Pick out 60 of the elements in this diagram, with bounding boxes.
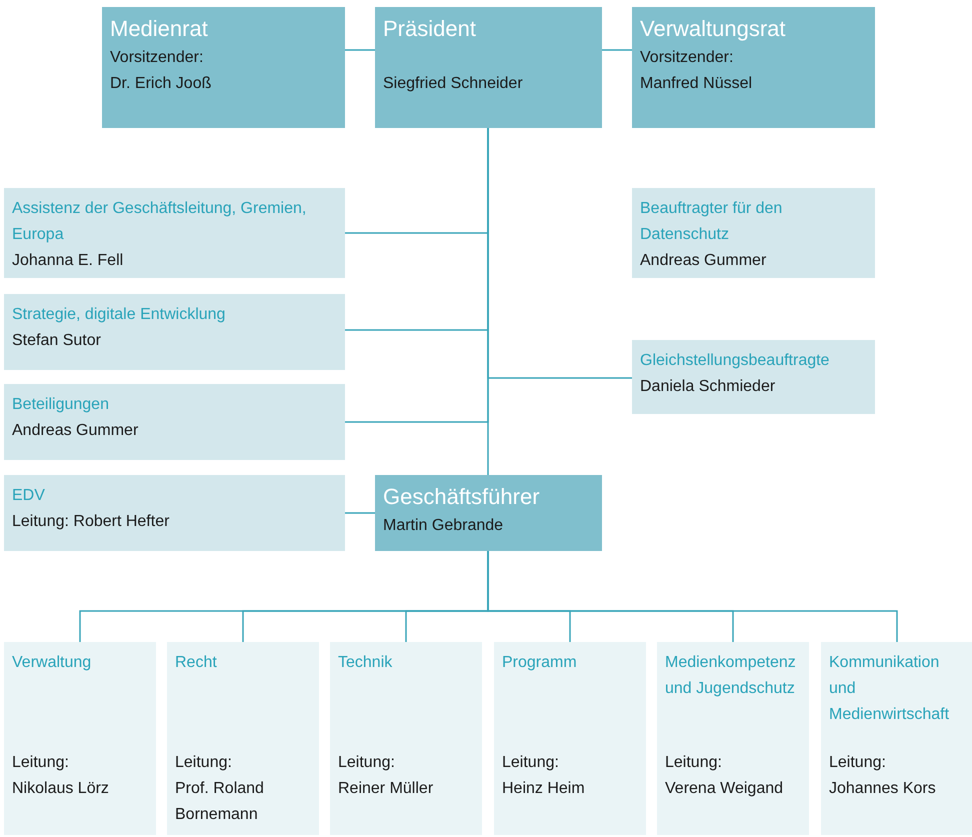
org-box — [375, 475, 602, 551]
org-box — [167, 642, 319, 835]
person-name: Vorsitzender: — [110, 48, 204, 68]
person-name: Stefan Sutor — [12, 331, 102, 351]
person-name: Verena Weigand — [665, 779, 784, 799]
person-name: Leitung: — [665, 753, 723, 773]
unit-title: Kommunikation und Medienwirtschaft — [829, 653, 950, 725]
connector-line — [602, 49, 632, 51]
person-name: Dr. Erich Jooß — [110, 74, 212, 94]
unit-title: Programm — [502, 653, 578, 673]
connector-line — [487, 128, 489, 475]
connector-line — [345, 49, 375, 51]
person-name: Leitung: — [175, 753, 233, 773]
unit-title: Medienrat — [110, 15, 209, 43]
unit-title: Beauftragter für den Datenschutz — [640, 199, 784, 245]
person-name: Andreas Gummer — [12, 421, 140, 441]
unit-title: Verwaltungsrat — [640, 15, 787, 43]
org-box — [4, 384, 345, 460]
org-box — [330, 642, 482, 835]
unit-title: Beteiligungen — [12, 395, 110, 415]
person-name: Leitung: — [12, 753, 70, 773]
org-box — [4, 642, 156, 835]
org-box — [632, 7, 875, 128]
person-name: Johannes Kors — [829, 779, 937, 799]
org-box — [494, 642, 646, 835]
person-name: Daniela Schmieder — [640, 377, 776, 397]
org-box — [632, 340, 875, 414]
unit-title: Strategie, digitale Entwicklung — [12, 305, 226, 325]
person-name: Prof. Roland Bornemann — [175, 779, 265, 825]
person-name: Manfred Nüssel — [640, 74, 754, 94]
unit-title: Präsident — [383, 15, 477, 43]
person-name: Leitung: — [338, 753, 396, 773]
person-name: Nikolaus Lörz — [12, 779, 110, 799]
person-name: Leitung: — [829, 753, 887, 773]
person-name: Andreas Gummer — [640, 251, 768, 271]
org-box — [821, 642, 972, 835]
person-name: Leitung: — [502, 753, 560, 773]
org-box — [4, 294, 345, 370]
connector-line — [345, 512, 375, 514]
person-name: Vorsitzender: — [640, 48, 734, 68]
unit-title: Geschäftsführer — [383, 483, 541, 511]
unit-title: Technik — [338, 653, 394, 673]
unit-title: Recht — [175, 653, 218, 673]
unit-title: Verwaltung — [12, 653, 92, 673]
person-name: Heinz Heim — [502, 779, 586, 799]
unit-title: Assistenz der Geschäftsleitung, Gremien, Europa — [12, 199, 308, 245]
unit-title: Gleichstellungsbeauftragte — [640, 351, 830, 371]
person-name: Leitung: Robert Hefter — [12, 512, 170, 532]
unit-title: EDV — [12, 486, 46, 506]
person-name: Siegfried Schneider — [383, 74, 524, 94]
org-box — [632, 188, 875, 278]
org-box — [4, 188, 345, 278]
org-box — [657, 642, 809, 835]
person-name: Johanna E. Fell — [12, 251, 124, 271]
org-box — [375, 7, 602, 128]
person-name: Reiner Müller — [338, 779, 434, 799]
person-name: Martin Gebrande — [383, 516, 504, 536]
org-box — [4, 475, 345, 551]
unit-title: Medienkompetenz und Jugendschutz — [665, 653, 797, 699]
org-box — [102, 7, 345, 128]
